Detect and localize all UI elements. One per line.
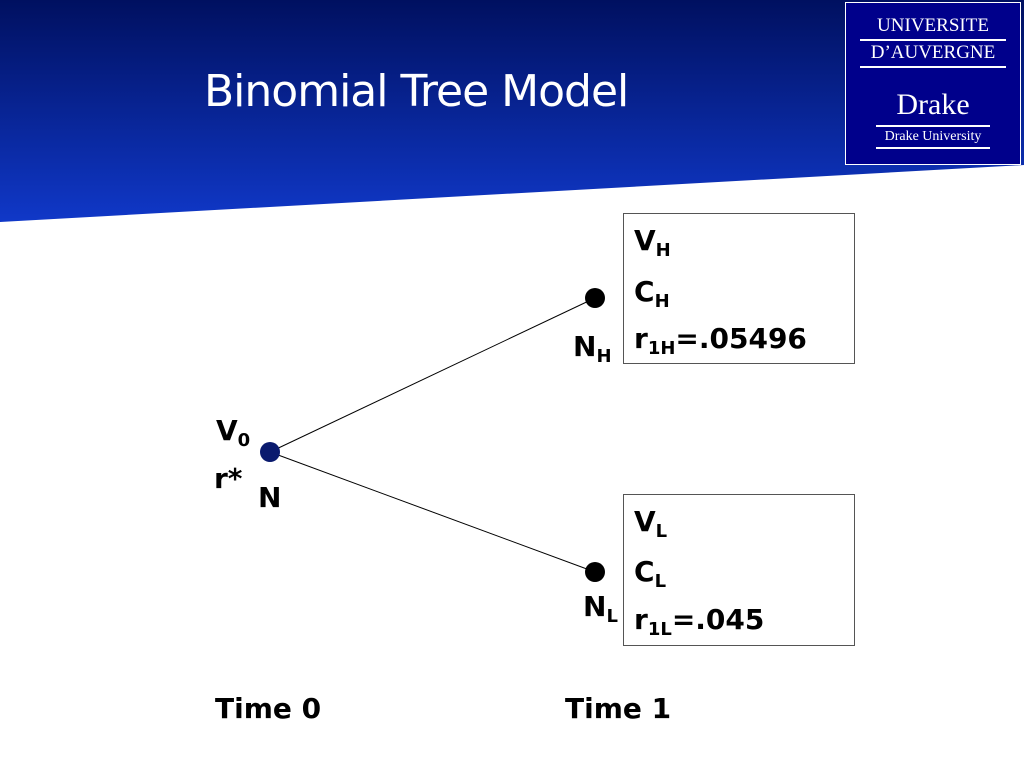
upper-rate: r1H=.05496 [634, 322, 807, 359]
logo-rule [860, 66, 1006, 68]
university-logo: UNIVERSITE D’AUVERGNE Drake Drake Univer… [845, 2, 1021, 165]
logo-line-universite: UNIVERSITE [877, 15, 989, 36]
logo-line-auvergne: D’AUVERGNE [870, 42, 996, 63]
upper-value: VH [634, 224, 671, 261]
lower-state-box: VL CL r1L=.045 [623, 494, 855, 646]
upper-node-label: NH [573, 330, 612, 367]
lower-node [585, 562, 605, 582]
root-node [260, 442, 280, 462]
slide-title: Binomial Tree Model [204, 66, 629, 117]
logo-rule [876, 125, 990, 127]
lower-cashflow: CL [634, 555, 667, 592]
root-value-label: V0 [216, 414, 251, 451]
lower-node-label: NL [583, 590, 618, 627]
branch-down [269, 451, 596, 573]
lower-value: VL [634, 505, 668, 542]
upper-cashflow: CH [634, 275, 670, 312]
upper-node [585, 288, 605, 308]
logo-rule [860, 39, 1006, 41]
logo-line-drake-university: Drake University [884, 129, 982, 144]
logo-line-drake: Drake [896, 88, 970, 121]
root-rate-label: r* [214, 462, 243, 495]
lower-rate: r1L=.045 [634, 603, 765, 640]
title-banner [0, 0, 1024, 222]
time-0-label: Time 0 [215, 692, 322, 725]
upper-state-box: VH CH r1H=.05496 [623, 213, 855, 364]
time-1-label: Time 1 [565, 692, 672, 725]
root-node-label: N [258, 481, 282, 514]
logo-rule [876, 147, 990, 149]
branch-up [269, 297, 596, 453]
